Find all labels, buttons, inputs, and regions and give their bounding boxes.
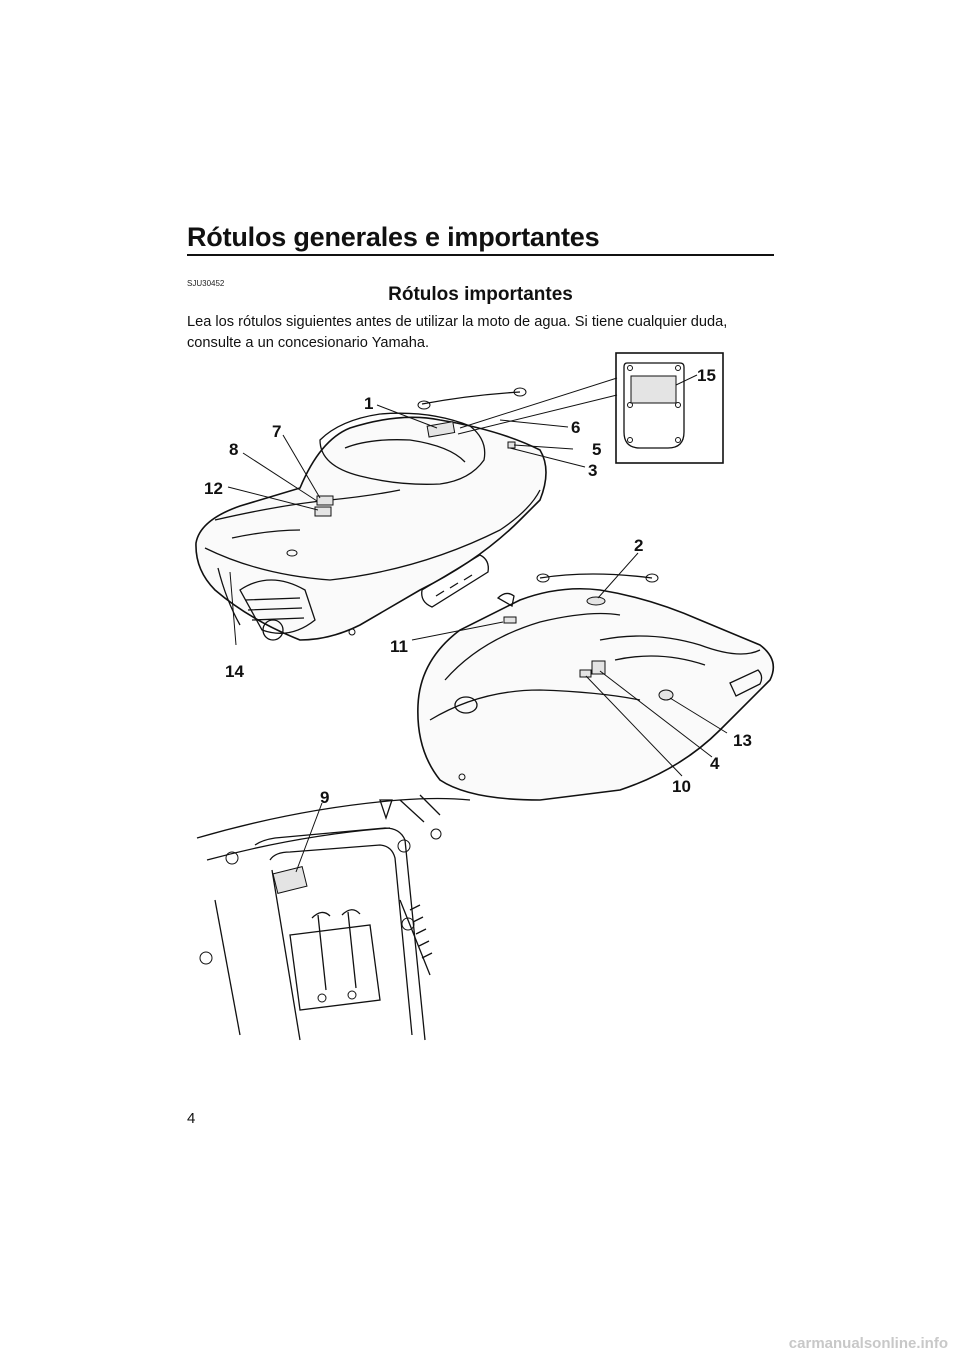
callout-numbers: 1 2 3 4 5 6 7 8 9 10 11 12 13 14 15 (204, 366, 752, 807)
callout-5: 5 (592, 440, 601, 459)
callout-14: 14 (225, 662, 244, 681)
callout-1: 1 (364, 394, 373, 413)
watercraft-rear-view (195, 387, 547, 641)
callout-7: 7 (272, 422, 281, 441)
callout-13: 13 (733, 731, 752, 750)
callout-12: 12 (204, 479, 223, 498)
section-heading: Rótulos importantes (388, 284, 573, 305)
callout-9: 9 (320, 788, 329, 807)
callout-4: 4 (710, 754, 720, 773)
callout-2: 2 (634, 536, 643, 555)
callout-15: 15 (697, 366, 716, 385)
callout-10: 10 (672, 777, 691, 796)
callout-6: 6 (571, 418, 580, 437)
callout-3: 3 (588, 461, 597, 480)
intro-paragraph: Lea los rótulos siguientes antes de util… (187, 314, 728, 351)
callout-11: 11 (390, 637, 408, 656)
leader-lines (227, 377, 728, 873)
callout-8: 8 (229, 440, 238, 459)
inset-detail (615, 352, 724, 464)
battery-compartment-view (196, 794, 471, 1041)
page-title: Rótulos generales e importantes (187, 222, 600, 252)
section-code: SJU30452 (187, 279, 225, 288)
title-rule (187, 254, 774, 256)
watercraft-front-view (417, 573, 775, 801)
page-number: 4 (187, 1110, 196, 1127)
watermark: carmanualsonline.info (788, 1335, 948, 1352)
